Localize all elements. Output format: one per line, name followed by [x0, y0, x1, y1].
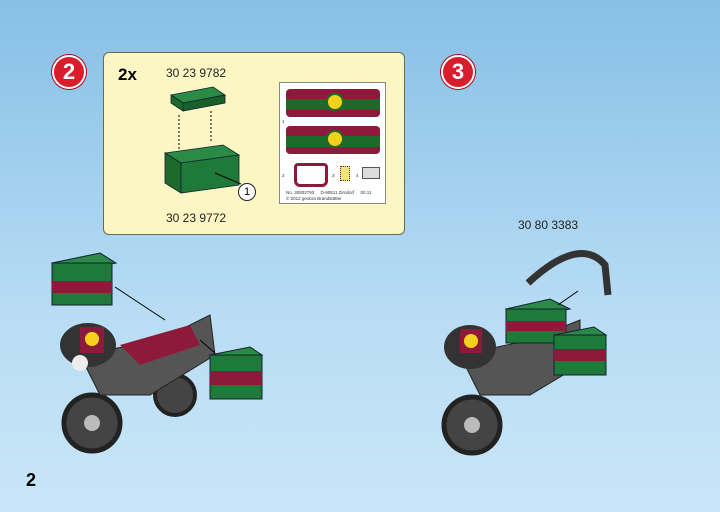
sticker-label: 2 [282, 173, 285, 178]
case-right [208, 346, 264, 400]
sticker-4 [362, 167, 380, 179]
sticker-1 [286, 89, 380, 117]
motorcycle-step3-illustration [441, 249, 612, 456]
quantity-label: 2x [118, 65, 137, 84]
sticker-1b [286, 126, 380, 154]
case-assembly-illustration [163, 86, 242, 194]
sheet-footer: No. 30802793 D-90511 Zirndorf 00.11 [286, 190, 372, 195]
step-number: 2 [62, 59, 76, 84]
sheet-copyright: © 2012 geobra Brandstätter [286, 196, 342, 201]
callout-1: 1 [238, 183, 256, 201]
motorcycle-step2-illustration [50, 252, 264, 454]
dinosaur-logo-icon [326, 93, 344, 111]
part-number-case: 30 23 9772 [166, 211, 227, 225]
step-number: 3 [451, 59, 465, 84]
sticker-label: 3 [332, 173, 335, 178]
dinosaur-logo-icon [326, 130, 344, 148]
step-3-badge: 3 [441, 55, 475, 89]
case-top [504, 298, 572, 344]
sticker-label: 1 [282, 119, 285, 124]
page-number: 2 [26, 470, 37, 490]
sticker-sheet: 1 2 3 4 No. 30802793 D-90511 Zirndorf 00… [279, 82, 386, 204]
part-number-lid: 30 23 9782 [166, 66, 227, 80]
sticker-3 [340, 166, 350, 181]
step3-part-number: 30 80 3383 [518, 218, 579, 232]
step-2-badge: 2 [52, 55, 86, 89]
case-side [552, 326, 608, 376]
case-left [50, 252, 118, 306]
sticker-label: 4 [356, 173, 359, 178]
sticker-2 [294, 163, 328, 187]
